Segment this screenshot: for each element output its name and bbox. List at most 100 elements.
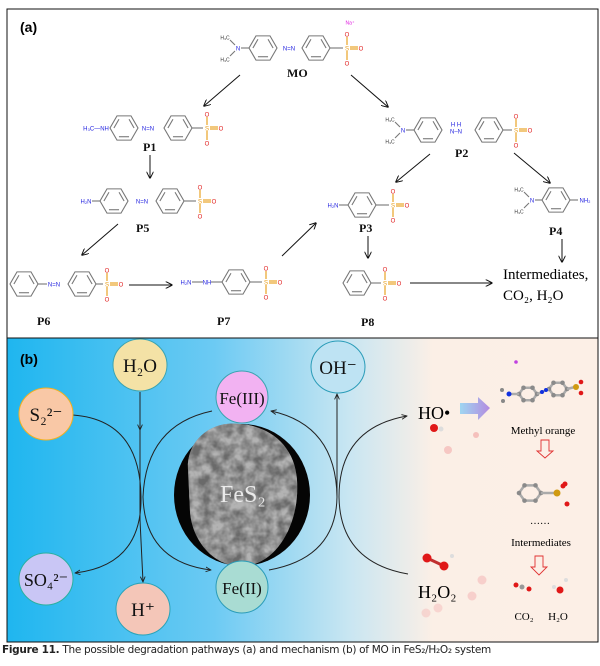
benzene-ring <box>248 35 278 61</box>
benzene-ring <box>221 269 251 295</box>
line-h2o-to-hplus <box>139 392 143 582</box>
pathway-arrows <box>82 74 562 285</box>
node-so4-label: SO₄²⁻ <box>24 570 68 590</box>
atom-label: O <box>264 296 269 302</box>
atom-label: O <box>397 282 402 288</box>
atom <box>544 388 548 392</box>
bond <box>252 38 259 49</box>
bond <box>229 39 236 46</box>
atom-label: H₃C <box>220 36 230 42</box>
atom <box>551 392 556 398</box>
atom <box>578 379 584 385</box>
methyl-orange-3d-model <box>500 360 584 403</box>
benzene-ring <box>163 115 193 141</box>
label-p7: P7 <box>217 314 230 328</box>
atom-label: O <box>198 186 203 192</box>
benzene-ring <box>342 270 372 296</box>
node-s2: S₂²⁻ <box>18 387 74 441</box>
label-p4: P4 <box>549 224 562 238</box>
atom-label: S <box>105 283 109 289</box>
atom-label: NH₂ <box>580 199 592 205</box>
node-h2o: H₂O <box>112 338 168 392</box>
atom-label: H <box>457 123 461 129</box>
atom-label: S <box>345 47 349 53</box>
bond <box>174 191 181 202</box>
atom <box>530 397 535 403</box>
bond <box>523 202 530 209</box>
atom-label: S <box>391 204 395 210</box>
bond <box>229 50 236 57</box>
atom-label: H₃C <box>220 58 230 64</box>
atom-label: O <box>383 268 388 274</box>
atom-label: H₃C <box>514 188 524 194</box>
atom <box>533 498 538 503</box>
atom-label: O <box>205 142 210 148</box>
atom-label: N=N <box>136 200 148 206</box>
atom-label: S <box>264 281 268 287</box>
panel-a-frame <box>6 8 599 341</box>
label-p2: P2 <box>455 146 468 160</box>
bond <box>523 191 530 198</box>
atom-label: S <box>205 127 209 133</box>
atom-label: N=N <box>283 47 295 53</box>
node-oh: OH⁻ <box>310 340 366 394</box>
bond <box>366 195 373 206</box>
bond <box>13 274 20 285</box>
atom-label: O <box>391 219 396 225</box>
fes2-label: FeS₂ <box>220 482 266 508</box>
benzene-ring <box>99 188 129 214</box>
atom <box>560 392 565 398</box>
atom-label: O <box>105 269 110 275</box>
products-line-1: Intermediates, <box>503 267 588 283</box>
atom-label: S <box>514 129 518 135</box>
atom <box>573 384 579 390</box>
atom <box>521 385 526 391</box>
atom <box>501 399 505 403</box>
bond <box>113 118 120 129</box>
arrow-p5-p6 <box>82 223 119 255</box>
bond <box>182 118 189 129</box>
benzene-ring <box>109 115 139 141</box>
atom-label: O <box>264 267 269 273</box>
atom-label: H <box>451 123 455 129</box>
benzene-ring <box>67 271 97 297</box>
atom-label: O <box>119 283 124 289</box>
ho-molecule-icon <box>430 424 479 454</box>
atom-label: O <box>383 297 388 303</box>
bond <box>394 132 401 139</box>
intermediates-label: Intermediates <box>511 537 571 549</box>
bond <box>267 38 274 49</box>
atom <box>564 501 570 507</box>
arc-h2o2-to-ho <box>338 416 408 575</box>
atom <box>521 397 526 403</box>
reaction-arrow-icon <box>460 397 490 420</box>
atom-label: N <box>401 129 405 135</box>
atom-label: O <box>198 215 203 221</box>
atom-label: N <box>236 47 240 53</box>
atom-label: O <box>514 115 519 121</box>
label-p8: P8 <box>361 315 374 329</box>
bond <box>71 274 78 285</box>
down-arrow-icon-2 <box>529 555 549 576</box>
arrow-mo-p1 <box>204 74 241 106</box>
atom <box>516 490 522 496</box>
label-p5: P5 <box>136 221 149 235</box>
bond <box>167 118 174 129</box>
arrow-p7-p3 <box>281 223 316 257</box>
atom-label: N <box>530 199 534 205</box>
intermediate-3d-model <box>516 481 570 507</box>
node-hplus: H⁺ <box>115 582 171 636</box>
bond <box>240 272 247 283</box>
arrow-p2-p4 <box>513 152 550 183</box>
atom-label: H₂N <box>328 204 339 210</box>
atom-label: H₃C <box>514 210 524 216</box>
atom-label: O <box>212 200 217 206</box>
bond <box>225 272 232 283</box>
dots: …… <box>530 516 550 527</box>
node-oh-label: OH⁻ <box>319 358 356 379</box>
atom-label: H₂N <box>81 200 92 206</box>
h2o2-label: H₂O₂ <box>418 582 457 602</box>
bond <box>159 191 166 202</box>
arrow-p2-p3 <box>396 153 431 182</box>
reaction-arcs <box>72 392 408 582</box>
